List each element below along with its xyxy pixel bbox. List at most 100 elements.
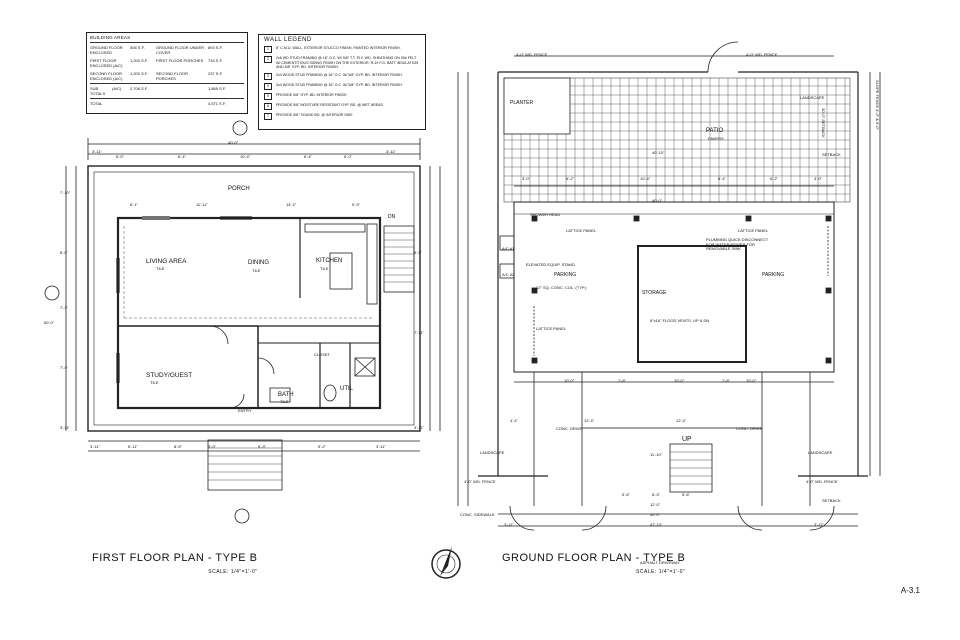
legend-text: PROVIDE 5/8" GYP. BD. INTERIOR FINISH (276, 92, 347, 97)
dim-lower: 4'-4" (510, 418, 518, 423)
label-flood-vents: 8"x16" FLOOD VENTS, UP & DN (650, 318, 710, 323)
ground-floor-title: GROUND FLOOR PLAN - TYPE B (502, 552, 686, 564)
label-landscape: LANDSCAPE (800, 95, 825, 100)
legend-item: 4 3x4 WOOD STUD FRAMING @ 16" O.C. W/ 5/8… (264, 82, 420, 90)
label-conc-drive: CONC. DRIVE (556, 426, 583, 431)
dim-left: 8'-0" (60, 250, 68, 255)
dim-right: 7'-11" (414, 330, 424, 335)
subtotal-covered: 1,865 S.F. (208, 86, 227, 91)
dim-overall-top: 40'-0" (228, 140, 239, 145)
ground-floor-plan (457, 41, 881, 531)
label-shower: SHOWER HEAD (530, 212, 561, 217)
dim-bottom: 5'-2" (318, 444, 326, 449)
dim-top: 6'-2" (770, 176, 778, 181)
dim-inner-top: 11'-11" (196, 202, 208, 207)
dim-bottom: 6'-11" (128, 444, 138, 449)
dim-top: 6'-0" (344, 154, 352, 159)
legend-text: 2x4 WOOD STUD FRAMING @ 16" O.C. W/ 5/8"… (276, 72, 403, 77)
total-label: TOTAL (90, 101, 103, 106)
subtotal-ac: (A/C) (112, 86, 122, 91)
room-label-dining: DINING (248, 260, 269, 266)
label-column: 12" SQ. CONC. COL. (TYP.) (536, 285, 587, 290)
wall-legend-title: WALL LEGEND (264, 37, 312, 43)
dim-mid: 1'-8" (722, 378, 730, 383)
dim-bottom: 3'-11" (376, 444, 386, 449)
area-label: FIRST FLOOR PORCHES (156, 58, 204, 63)
dim-top: 6'-0" (116, 154, 124, 159)
dim-inner-top: 5'-9" (352, 202, 360, 207)
legend-text: PROVIDE 5/8" SOUND BD. @ INTERIOR SIDE (276, 112, 353, 117)
legend-number: 4 (264, 82, 272, 90)
dim-mid: 10'-0" (564, 378, 575, 383)
total-value: 4,571 S.F. (208, 101, 227, 106)
room-sub-living: TILE (156, 266, 165, 271)
sheet-number: A-3.1 (900, 586, 920, 595)
area-row: GROUND FLOOR ENCLOSED 306 S.F. GROUND FL… (90, 45, 244, 55)
dim-fence-side: SLOPE FENCE 4'-0" & 6'-0" (875, 80, 880, 130)
room-label-porch: PORCH (228, 186, 250, 192)
dim-top: 3'-11" (386, 149, 396, 154)
area-label: SECOND FLOOR ENCLOSED (A/C) (90, 71, 123, 81)
legend-number: 5 (264, 92, 272, 100)
dim-left: 3'-11" (60, 425, 70, 430)
label-patio: PATIO (706, 128, 724, 134)
legend-number: 3 (264, 72, 272, 80)
dim-top: 3'-11" (92, 149, 102, 154)
legend-number: 7 (264, 112, 272, 120)
legend-item: 5 PROVIDE 5/8" GYP. BD. INTERIOR FINISH (264, 92, 420, 100)
dim-stair: 6'-3" (652, 492, 660, 497)
dim-inner: 40'-0" (652, 198, 663, 203)
dim-bottom: 3'-11" (504, 522, 514, 527)
dim-right-setback: 30'-0" SETBACK (821, 108, 826, 138)
dim-lower: 12'-4" (584, 418, 595, 423)
dim-lower: 12'-4" (676, 418, 687, 423)
subtotal-label: SUB TOTALS (90, 86, 106, 96)
label-setback: SETBACK (822, 152, 841, 157)
dim-right: 9'-9" (414, 250, 422, 255)
dim-top: 6'-4" (178, 154, 186, 159)
label-fence: 4'-0" WD. FENCE (516, 52, 548, 57)
dim-top: 6'-2" (566, 176, 574, 181)
dim-stair: 5'-6" (622, 492, 630, 497)
label-up: UP (682, 436, 692, 443)
room-label-kitchen: KITCHEN (316, 258, 343, 264)
label-setback: SETBACK (822, 498, 841, 503)
legend-text: PROVIDE 5/8" MOISTURE RESISTANT GYP. BD.… (276, 102, 383, 107)
area-label: SECOND FLOOR PORCHES (156, 71, 189, 81)
label-parking-left: PARKING (554, 272, 577, 278)
label-landscape: LANDSCAPE (808, 450, 833, 455)
legend-text: 3x4 WOOD STUD FRAMING @ 16" O.C. W/ 5/8"… (276, 82, 403, 87)
label-parking-right: PARKING (762, 272, 785, 278)
area-value: 893 S.F. (208, 45, 223, 50)
dim-top: 6'-4" (304, 154, 312, 159)
dim-overall-left: 50'-0" (44, 320, 55, 325)
dim-bottom: 8'-5" (174, 444, 182, 449)
dim-top: 3'-0" (522, 176, 530, 181)
room-label-entry: ENTRY (238, 408, 252, 413)
dim-top: 10'-4" (640, 176, 651, 181)
label-conc-drive: CONC. DRIVE (736, 426, 763, 431)
room-label-closet: CLOSET (314, 352, 331, 357)
dim-inner-top: 6'-1" (130, 202, 138, 207)
dim-left: 7'-10" (60, 190, 71, 195)
dim-mid: 1'-8" (618, 378, 626, 383)
building-areas-table: BUILDING AREAS GROUND FLOOR ENCLOSED 306… (86, 32, 248, 114)
area-label: GROUND FLOOR UNDER COVER (156, 45, 205, 55)
dim-bottom: 3'-11" (814, 522, 824, 527)
label-sidewalk: CONC. SIDEWALK (460, 512, 495, 517)
dim-bottom: 3'-11" (90, 444, 100, 449)
stair-label-dn: DN (388, 214, 396, 220)
room-label-study: STUDY/GUEST (146, 372, 193, 379)
dim-mid: 10'-0" (746, 378, 757, 383)
label-planter: PLANTER (510, 100, 534, 106)
dim-bottom-overall: 47'-10" (650, 522, 663, 527)
label-landscape: LANDSCAPE (480, 450, 505, 455)
dim-stair: 5'-6" (682, 492, 690, 497)
dim-bottom: 42'-0" (650, 512, 661, 517)
subtotal-enclosed: 2,706 S.F. (130, 86, 149, 91)
